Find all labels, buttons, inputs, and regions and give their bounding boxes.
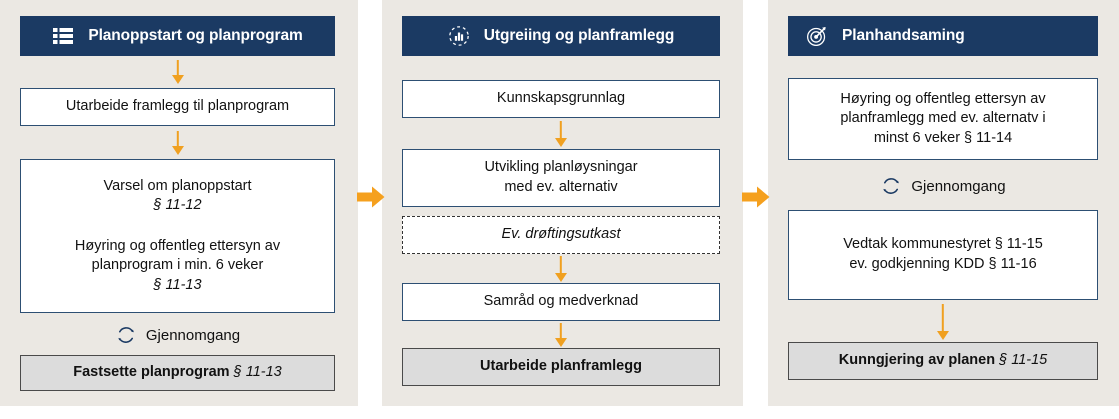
terminal-text: Utarbeide planframlegg — [480, 358, 642, 375]
arrow-down — [171, 60, 185, 84]
cycle-icon — [880, 175, 902, 197]
stage-header-planhandsaming: Planhandsaming — [788, 16, 1098, 56]
node-text: Ev. drøftingsutkast — [501, 226, 621, 243]
node-line-section: § 11-13 — [153, 276, 202, 293]
node-utvikling-planloysningar: Utvikling planløysningar med ev. alterna… — [402, 149, 720, 207]
stage-header-planoppstart: Planoppstart og planprogram — [20, 16, 335, 56]
node-line: Vedtak kommunestyret § 11-15 — [843, 236, 1043, 253]
node-hoyring-planframlegg: Høyring og offentleg ettersyn av planfra… — [788, 78, 1098, 160]
node-samrad-medverknad: Samråd og medverknad — [402, 283, 720, 321]
node-line: planframlegg med ev. alternatv i — [840, 110, 1046, 127]
node-line: Varsel om planoppstart — [103, 177, 252, 194]
terminal-section: § 11-13 — [233, 364, 282, 381]
stage-connector-arrow-2 — [742, 186, 770, 208]
arrow-down — [554, 323, 568, 347]
terminal-section: § 11-15 — [999, 352, 1048, 369]
node-line: planprogram i min. 6 veker — [91, 257, 264, 274]
node-line: minst 6 veker § 11-14 — [873, 129, 1013, 146]
spacer — [175, 216, 179, 237]
stage-panel-utgreiing: Utgreiing og planframlegg Kunnskapsgrunn… — [382, 0, 743, 406]
stage-panel-planoppstart: Planoppstart og planprogram Utarbeide fr… — [0, 0, 358, 406]
bar-chart-circle-icon — [448, 25, 470, 47]
node-vedtak-kommunestyret: Vedtak kommunestyret § 11-15 ev. godkjen… — [788, 210, 1098, 300]
node-line: med ev. alternativ — [504, 179, 618, 195]
node-line-section: § 11-12 — [153, 197, 202, 214]
node-utarbeide-planframlegg: Utarbeide planframlegg — [402, 348, 720, 386]
node-utarbeide-framlegg: Utarbeide framlegg til planprogram — [20, 88, 335, 126]
node-text: Kunnskapsgrunnlag — [496, 90, 626, 107]
node-text: Samråd og medverknad — [483, 293, 639, 310]
stage-title: Planoppstart og planprogram — [88, 27, 303, 44]
node-text: Utarbeide framlegg til planprogram — [65, 98, 290, 115]
arrow-down — [171, 131, 185, 155]
node-kunnskapsgrunnlag: Kunnskapsgrunnlag — [402, 80, 720, 118]
gjennomgang-label: Gjennomgang — [145, 326, 241, 344]
node-line: Høyring og offentleg ettersyn av — [840, 90, 1046, 107]
list-icon — [52, 25, 74, 47]
cycle-icon — [115, 324, 137, 346]
target-dart-icon — [806, 25, 828, 47]
node-line: Utvikling planløysningar — [484, 159, 638, 176]
stage-title: Planhandsaming — [842, 27, 965, 44]
node-line: Høyring og offentleg ettersyn av — [74, 237, 281, 254]
node-ev-droftingsutkast: Ev. drøftingsutkast — [402, 216, 720, 254]
node-fastsette-planprogram: Fastsette planprogram § 11-13 — [20, 355, 335, 391]
stage-title: Utgreiing og planframlegg — [483, 27, 675, 44]
arrow-down — [554, 256, 568, 282]
stage-header-utgreiing: Utgreiing og planframlegg — [402, 16, 720, 56]
gjennomgang-label: Gjennomgang — [911, 177, 1006, 195]
gjennomgang-row-1: Gjennomgang — [20, 317, 335, 353]
gjennomgang-row-2: Gjennomgang — [788, 164, 1098, 208]
arrow-down — [554, 121, 568, 147]
node-varsel-hoyring: Varsel om planoppstart § 11-12 Høyring o… — [20, 159, 335, 313]
node-kunngjering-av-planen: Kunngjering av planen § 11-15 — [788, 342, 1098, 380]
terminal-text: Fastsette planprogram — [73, 364, 230, 381]
arrow-down — [936, 304, 950, 340]
node-line: ev. godkjenning KDD § 11-16 — [849, 256, 1037, 272]
stage-connector-arrow-1 — [357, 186, 385, 208]
terminal-text: Kunngjering av planen — [838, 352, 996, 369]
stage-panel-planhandsaming: Planhandsaming Høyring og offentleg ette… — [768, 0, 1119, 406]
